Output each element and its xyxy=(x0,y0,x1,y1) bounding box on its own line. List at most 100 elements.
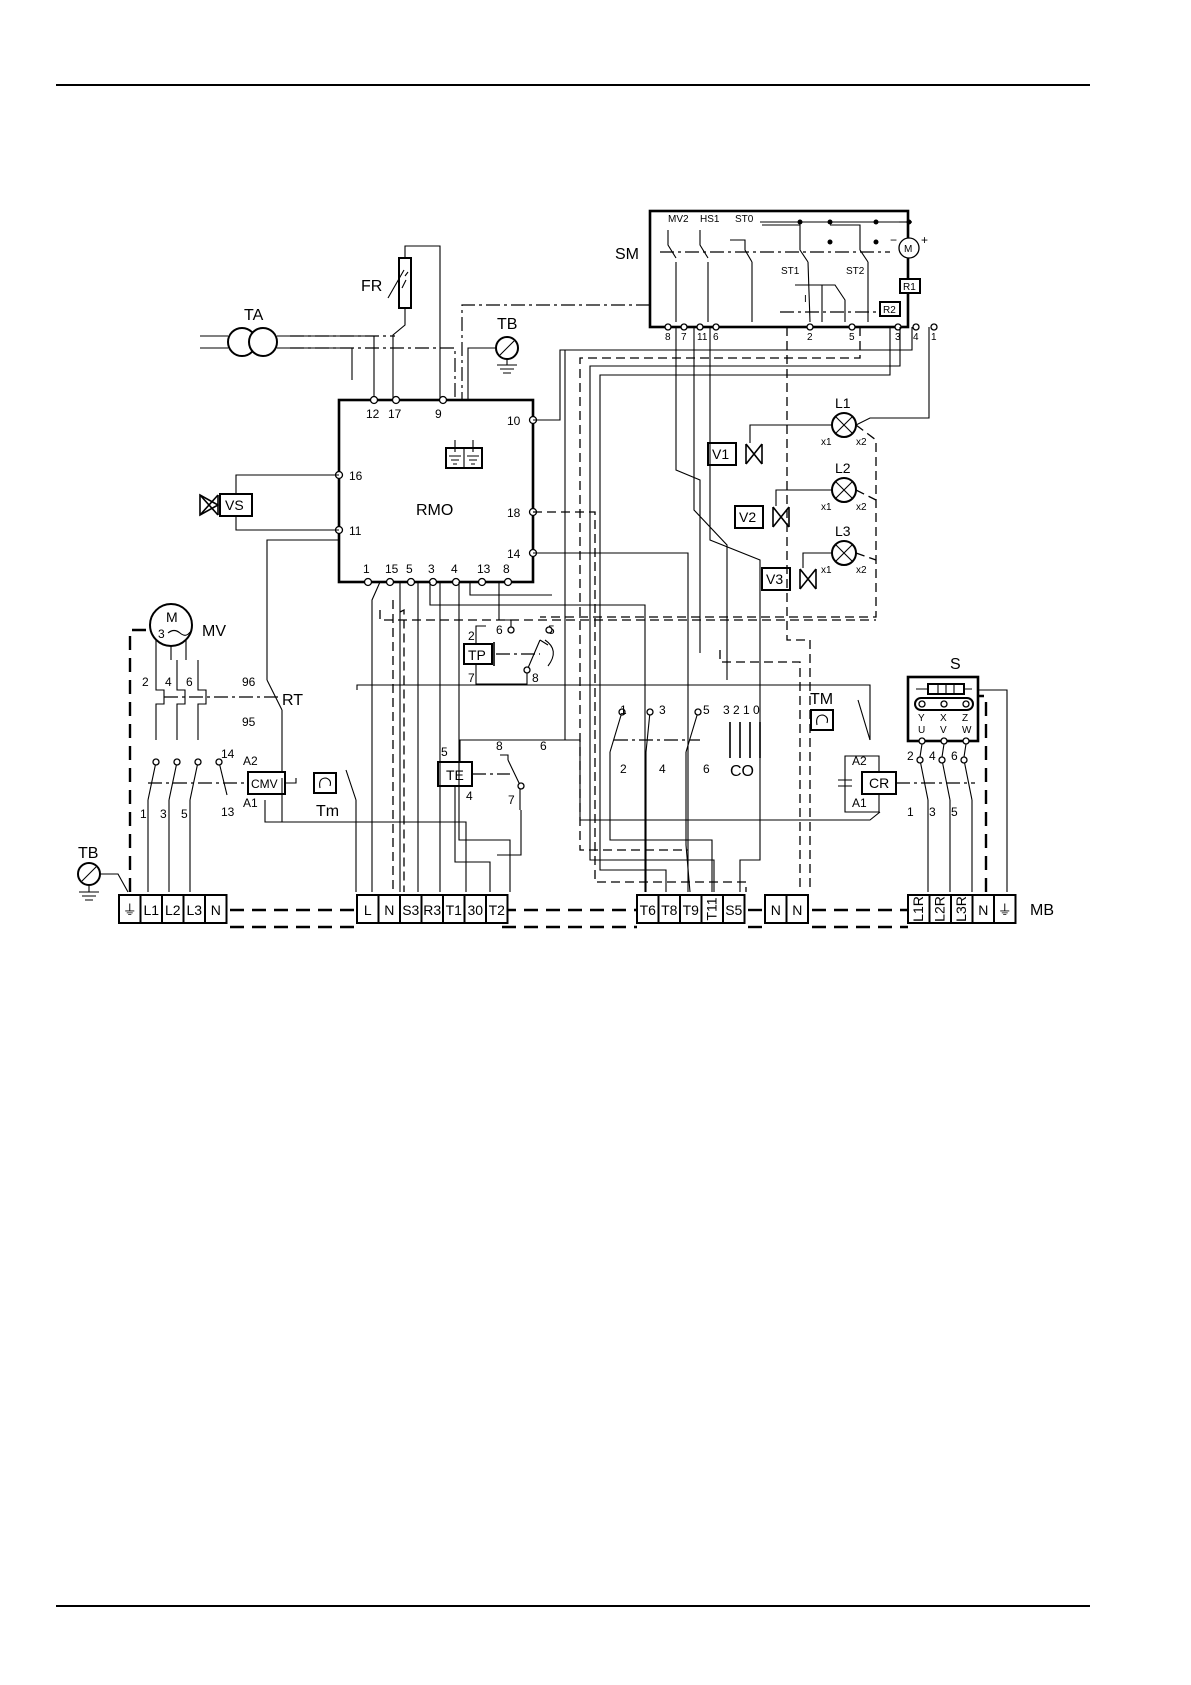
mb-terminal-label: 30 xyxy=(467,902,483,918)
tb-top-label: TB xyxy=(497,316,517,333)
rmo-left-label: 11 xyxy=(349,524,362,538)
svg-text:V: V xyxy=(940,725,947,736)
svg-text:6: 6 xyxy=(496,623,503,637)
sm-terminal-label: 8 xyxy=(665,332,671,343)
mb-terminal-cell xyxy=(785,894,809,924)
rmo-bottom-label: 8 xyxy=(503,562,510,576)
mb-terminal-label: T2 xyxy=(489,902,506,918)
mb-terminal-label: N xyxy=(978,902,988,918)
mb-terminal-label: T6 xyxy=(640,902,657,918)
mb-terminal-label: ⏚ xyxy=(998,902,1012,918)
l2-x2: x2 xyxy=(856,502,867,513)
rmo-bottom-label: 4 xyxy=(451,562,458,576)
thermostat-tm-min: Tm xyxy=(313,769,357,892)
mb-terminal-label: R3 xyxy=(423,902,441,918)
mb-terminal-label: S5 xyxy=(725,902,742,918)
v3-label: V3 xyxy=(766,571,783,587)
svg-text:8: 8 xyxy=(532,671,539,685)
fan-motor-mv: M 3 MV xyxy=(149,603,226,660)
svg-text:5: 5 xyxy=(181,807,188,821)
svg-text:8: 8 xyxy=(496,739,503,753)
svg-text:5: 5 xyxy=(441,745,448,759)
co-label: CO xyxy=(730,763,754,780)
rmo-right-label: 18 xyxy=(507,506,521,520)
mb-terminal-label: L2 xyxy=(165,902,181,918)
svg-text:6: 6 xyxy=(540,739,547,753)
pressure-switch-tp: TP 2 6 5 7 8 xyxy=(463,582,555,685)
svg-text:U: U xyxy=(918,725,925,736)
rmo-bottom-pin xyxy=(477,577,487,587)
flame-sensor-fr: FR xyxy=(361,245,441,400)
tm-small-label: Tm xyxy=(316,803,339,820)
svg-text:7: 7 xyxy=(508,793,515,807)
cmv-label: CMV xyxy=(251,777,278,791)
sm-terminal-pin xyxy=(712,323,720,331)
rmo-top-pin xyxy=(391,395,401,405)
s-label: S xyxy=(950,656,961,673)
mb-terminal-label: S3 xyxy=(402,902,419,918)
cr-label: CR xyxy=(869,775,889,791)
rmo-bottom-label: 13 xyxy=(477,562,491,576)
mv2-label: MV2 xyxy=(668,214,689,225)
mb-terminal-cell xyxy=(722,894,746,924)
l1-x1: x1 xyxy=(821,437,832,448)
sm-terminal-pin xyxy=(912,323,920,331)
svg-text:Z: Z xyxy=(962,713,968,724)
mb-terminal-label: T9 xyxy=(683,902,700,918)
svg-text:6: 6 xyxy=(186,675,193,689)
mb-terminal-label: ⏚ xyxy=(123,902,137,918)
l1-label: L1 xyxy=(835,395,851,411)
mb-terminal-label: T1 xyxy=(446,902,463,918)
mb-terminal-label: T8 xyxy=(661,902,678,918)
svg-text:3: 3 xyxy=(160,807,167,821)
cr-a2: A2 xyxy=(852,754,867,768)
rmo-top-pin xyxy=(438,395,448,405)
rt-label: RT xyxy=(282,692,303,709)
l3-label: L3 xyxy=(835,523,851,539)
sm-terminal-label: 7 xyxy=(681,332,687,343)
r1-label: R1 xyxy=(903,282,916,293)
mb-terminal-label: L1R xyxy=(910,896,926,922)
mb-terminal-label: T11 xyxy=(703,897,719,920)
svg-text:+: + xyxy=(921,233,928,247)
l3-x2: x2 xyxy=(856,565,867,576)
cmv-14: 14 xyxy=(221,747,235,761)
sm-terminal-label: 6 xyxy=(713,332,719,343)
rt-96: 96 xyxy=(242,675,256,689)
cmv-a1: A1 xyxy=(243,796,258,810)
l2-x1: x1 xyxy=(821,502,832,513)
mv-m: M xyxy=(166,609,178,625)
svg-text:X: X xyxy=(940,713,947,724)
mb-terminal-label: N xyxy=(384,902,394,918)
sm-terminal-label: 3 xyxy=(895,332,901,343)
tb-left-label: TB xyxy=(78,845,98,862)
mb-terminal-label: N xyxy=(211,902,221,918)
sm-terminal-pin xyxy=(806,323,814,331)
rt-95: 95 xyxy=(242,715,256,729)
earth-tb-left: TB xyxy=(77,628,150,901)
r2-label: R2 xyxy=(883,305,896,316)
l1-x2: x2 xyxy=(856,437,867,448)
svg-text:2: 2 xyxy=(620,762,627,776)
tm-label: TM xyxy=(810,691,833,708)
st0-label: ST0 xyxy=(735,214,754,225)
svg-text:4: 4 xyxy=(929,749,936,763)
rmo-bottom-pin xyxy=(406,577,416,587)
svg-text:4: 4 xyxy=(659,762,666,776)
sm-label: SM xyxy=(615,246,639,263)
sm-terminal-pin xyxy=(664,323,672,331)
sm-terminal-pin xyxy=(696,323,704,331)
valve-vs: VS xyxy=(199,474,339,531)
cr-a1: A1 xyxy=(852,796,867,810)
svg-text:2: 2 xyxy=(142,675,149,689)
ta-label: TA xyxy=(244,307,264,324)
vs-label: VS xyxy=(225,497,244,513)
fr-label: FR xyxy=(361,278,382,295)
tp-label: TP xyxy=(468,647,486,663)
sm-terminal-label: 5 xyxy=(849,332,855,343)
